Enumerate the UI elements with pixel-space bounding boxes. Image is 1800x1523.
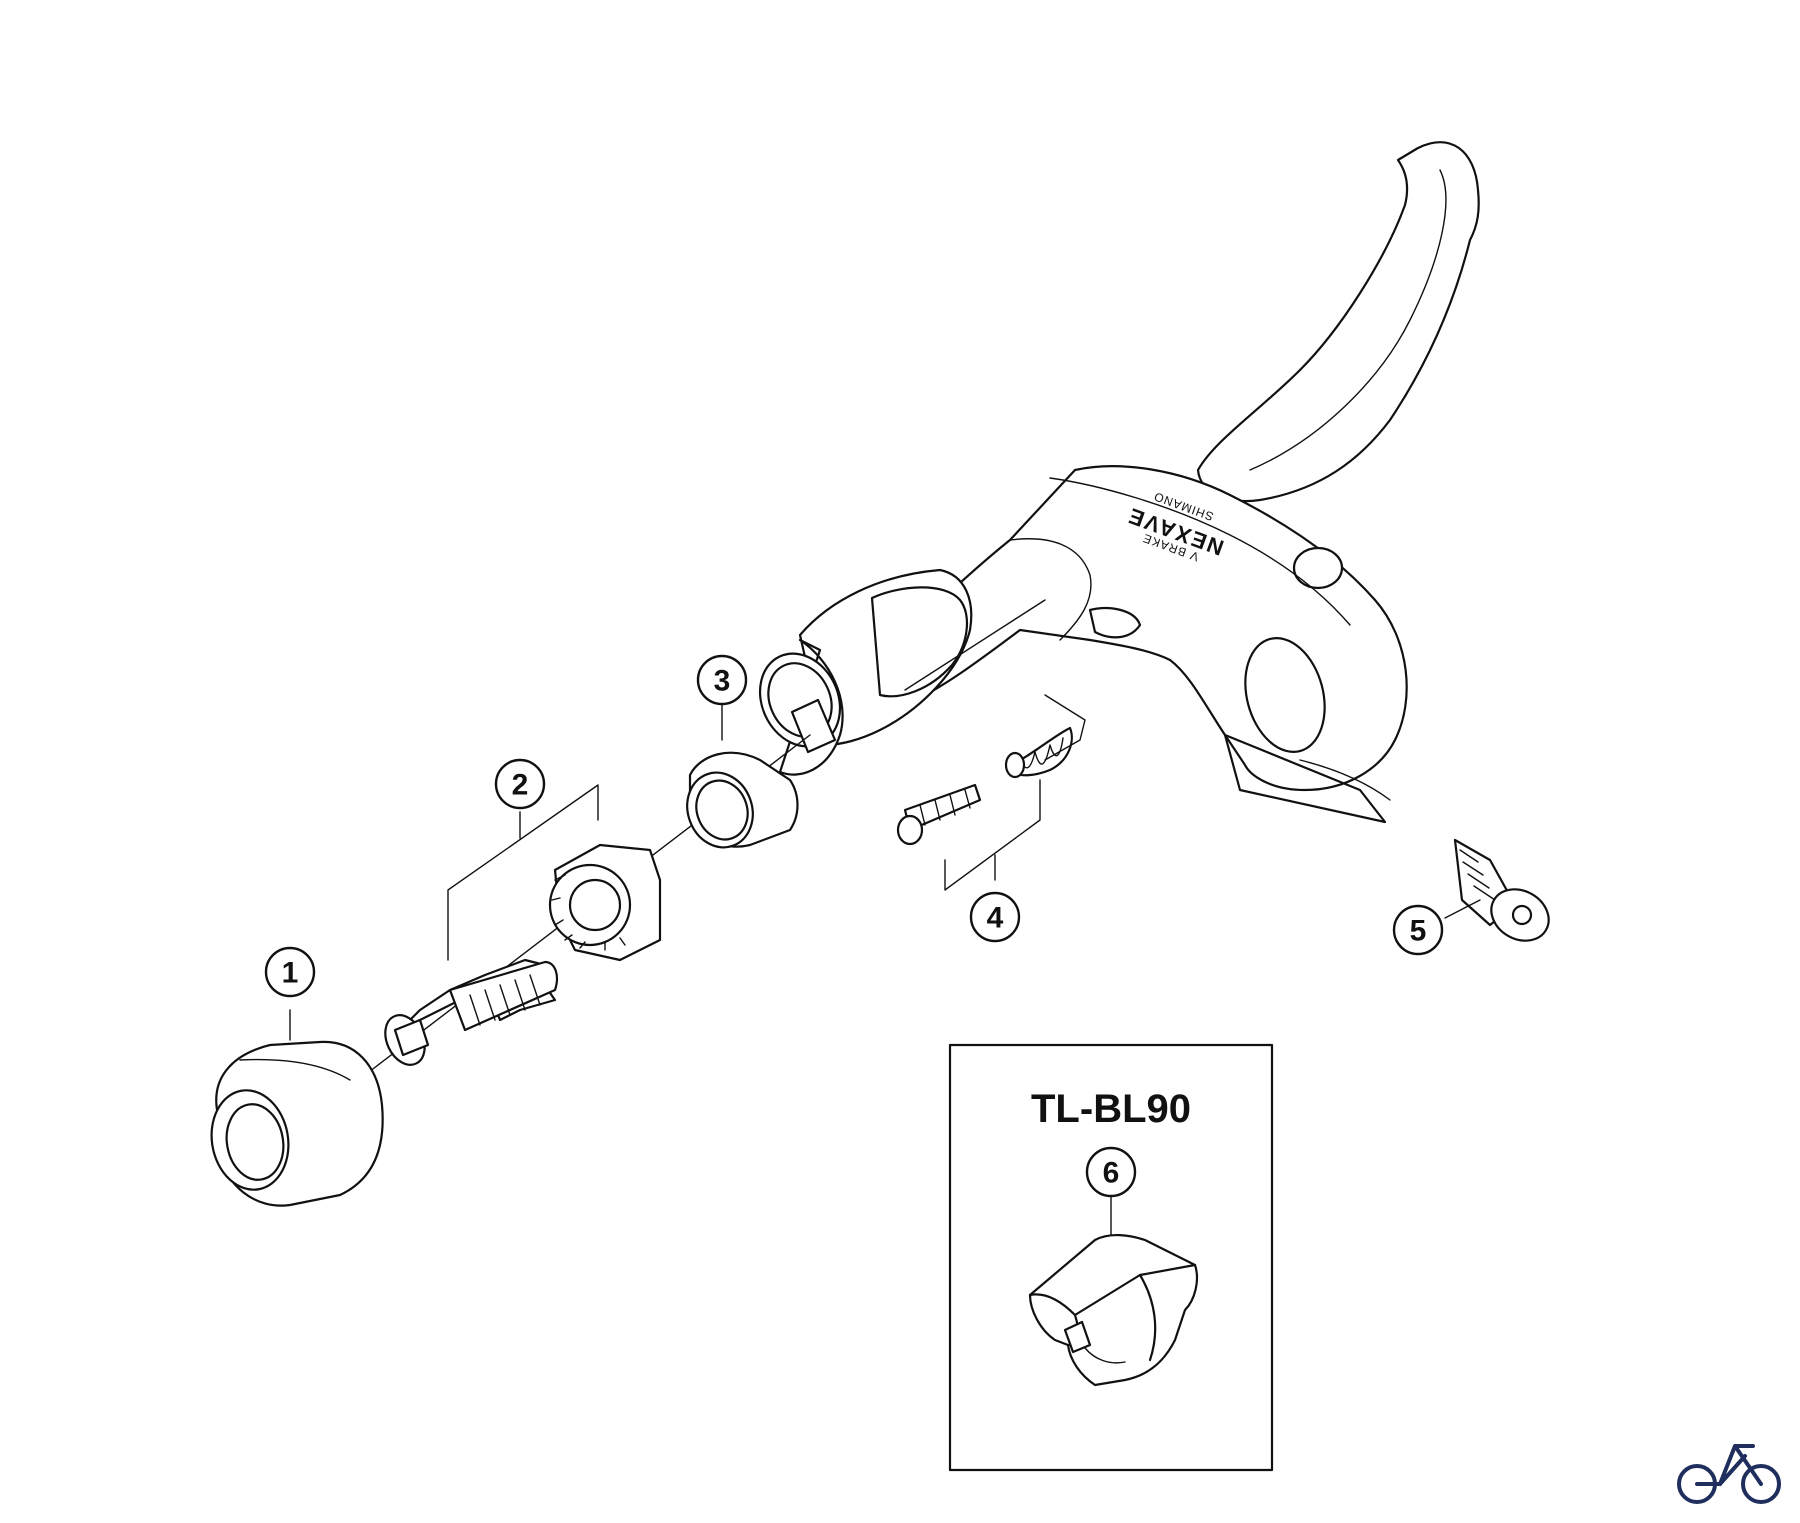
callout-2: 2 bbox=[494, 758, 546, 810]
part-6-tool-insert bbox=[1028, 1234, 1199, 1387]
tool-box-tl-bl90: TL-BL90 6 bbox=[948, 1043, 1274, 1472]
callout-5: 5 bbox=[1392, 904, 1444, 956]
callout-3: 3 bbox=[696, 654, 748, 706]
bracket-2 bbox=[447, 784, 599, 961]
explosion-axis-line-2 bbox=[904, 599, 1046, 691]
part-3-bushing bbox=[686, 751, 799, 849]
callout-4-label: 4 bbox=[987, 902, 1004, 935]
part-5-clamp-bolt bbox=[1453, 838, 1550, 942]
part-2-adjuster-bolt bbox=[384, 958, 559, 1066]
leader-line-5 bbox=[1444, 899, 1481, 919]
bracket-4 bbox=[944, 694, 1086, 891]
callout-6-label: 6 bbox=[1103, 1157, 1120, 1190]
part-1-end-cap bbox=[210, 1040, 384, 1207]
callout-3-label: 3 bbox=[714, 665, 731, 698]
callout-6: 6 bbox=[1085, 1146, 1137, 1198]
callout-1-label: 1 bbox=[282, 957, 299, 990]
part-4-screw-spring bbox=[896, 726, 1073, 846]
callout-2-label: 2 bbox=[512, 769, 529, 802]
tool-box-title: TL-BL90 bbox=[1031, 1087, 1191, 1131]
callout-1: 1 bbox=[264, 946, 316, 998]
bicycle-icon bbox=[1677, 1444, 1781, 1504]
part-2-lock-nut bbox=[548, 843, 662, 962]
callout-4: 4 bbox=[969, 891, 1021, 943]
brake-lever-body: NEXAVE SHIMANO V BRAKE bbox=[758, 141, 1480, 824]
callout-5-label: 5 bbox=[1410, 915, 1427, 948]
